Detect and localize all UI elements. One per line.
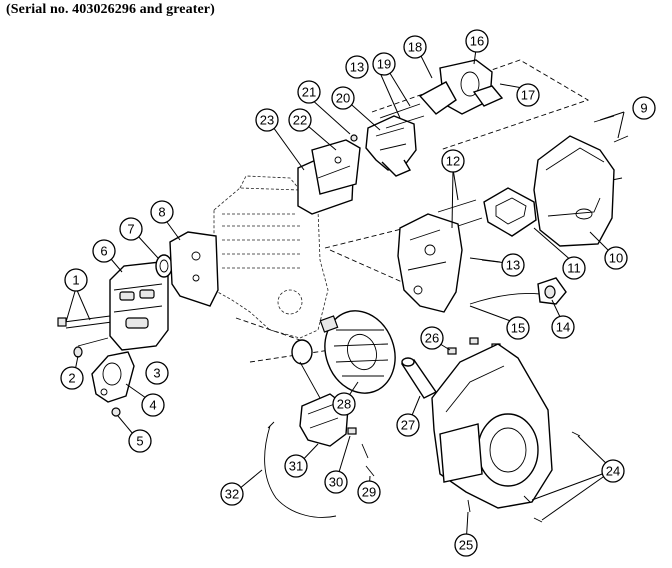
callout-3: 3: [145, 361, 169, 385]
callout-23: 23: [255, 108, 279, 132]
callout-9: 9: [632, 96, 656, 120]
callout-31: 31: [284, 454, 308, 478]
ignition-screws: [347, 427, 375, 477]
callout-30: 30: [324, 470, 348, 494]
svg-text:27: 27: [401, 418, 415, 433]
svg-text:30: 30: [329, 475, 343, 490]
callout-5: 5: [128, 429, 152, 453]
engine-block-outline: [213, 175, 329, 339]
callout-26: 26: [420, 326, 444, 350]
callout-25: 25: [454, 533, 478, 557]
svg-text:2: 2: [68, 371, 75, 386]
svg-text:19: 19: [377, 57, 391, 72]
callout-15: 15: [506, 316, 530, 340]
callout-21: 21: [297, 80, 321, 104]
heat-shield: [169, 231, 219, 307]
svg-text:6: 6: [100, 244, 107, 259]
svg-text:26: 26: [425, 331, 439, 346]
callout-4: 4: [141, 393, 165, 417]
callout-2: 2: [60, 366, 84, 390]
svg-text:20: 20: [336, 91, 350, 106]
spacer-shaft: [400, 357, 438, 399]
washer: [73, 346, 83, 358]
svg-text:1: 1: [72, 273, 79, 288]
spark-plug-wire: [264, 421, 337, 518]
callout-13-right: 13: [501, 253, 525, 277]
callout-8: 8: [150, 200, 174, 224]
starter-housing: [431, 343, 553, 513]
callouts: 1 2 3 4 5 6 7 8 9 10 11 12 13 13 14 15 1…: [60, 29, 656, 557]
svg-text:10: 10: [609, 251, 623, 266]
callout-17: 17: [516, 83, 540, 107]
muffler-seal: [155, 254, 173, 278]
svg-text:16: 16: [470, 34, 484, 49]
svg-text:21: 21: [302, 85, 316, 100]
svg-text:5: 5: [136, 434, 143, 449]
muffler: [109, 261, 169, 351]
svg-text:13: 13: [506, 258, 520, 273]
callout-27: 27: [396, 413, 420, 437]
svg-text:18: 18: [408, 40, 422, 55]
callout-11: 11: [562, 256, 586, 280]
nut: [111, 407, 121, 417]
svg-text:28: 28: [337, 397, 351, 412]
intake-adapter: [418, 59, 504, 115]
svg-text:22: 22: [293, 113, 307, 128]
bolts: [57, 315, 113, 347]
svg-text:8: 8: [158, 205, 165, 220]
callout-7: 7: [119, 217, 143, 241]
air-box-housing: [397, 213, 463, 313]
callout-32: 32: [220, 482, 244, 506]
callout-28: 28: [332, 392, 356, 416]
callout-18: 18: [403, 35, 427, 59]
callout-24: 24: [601, 459, 625, 483]
svg-text:23: 23: [260, 113, 274, 128]
svg-text:11: 11: [567, 261, 581, 276]
callout-16: 16: [465, 29, 489, 53]
svg-text:17: 17: [521, 88, 535, 103]
air-filter-plates: [297, 139, 361, 215]
svg-text:3: 3: [153, 366, 160, 381]
callout-19: 19: [372, 52, 396, 76]
svg-text:29: 29: [362, 485, 376, 500]
carburetor-screws: [379, 103, 425, 129]
svg-text:15: 15: [511, 321, 525, 336]
callout-10: 10: [604, 246, 628, 270]
callout-22: 22: [288, 108, 312, 132]
svg-text:14: 14: [556, 320, 570, 335]
engine-cover: [533, 135, 615, 247]
svg-text:4: 4: [149, 398, 156, 413]
callout-20: 20: [331, 86, 355, 110]
svg-text:9: 9: [640, 101, 647, 116]
carburetor-screw: [350, 134, 358, 142]
carburetor-body: [365, 115, 417, 177]
flywheel: [319, 310, 396, 394]
callout-14: 14: [551, 315, 575, 339]
svg-text:32: 32: [225, 487, 239, 502]
svg-text:31: 31: [289, 459, 303, 474]
muffler-gasket: [91, 351, 135, 403]
svg-text:13: 13: [350, 60, 364, 75]
callout-12: 12: [441, 149, 465, 173]
housing-screws: [523, 431, 581, 523]
callout-6: 6: [92, 239, 116, 263]
callout-1: 1: [64, 268, 88, 292]
primer-bulb: [469, 277, 567, 305]
svg-text:24: 24: [606, 464, 620, 479]
svg-text:7: 7: [127, 222, 134, 237]
callout-29: 29: [357, 480, 381, 504]
svg-text:25: 25: [459, 538, 473, 553]
serial-note: (Serial no. 403026296 and greater): [6, 2, 215, 17]
air-filter: [483, 187, 537, 237]
callout-13-top: 13: [345, 55, 369, 79]
svg-text:12: 12: [446, 154, 460, 169]
